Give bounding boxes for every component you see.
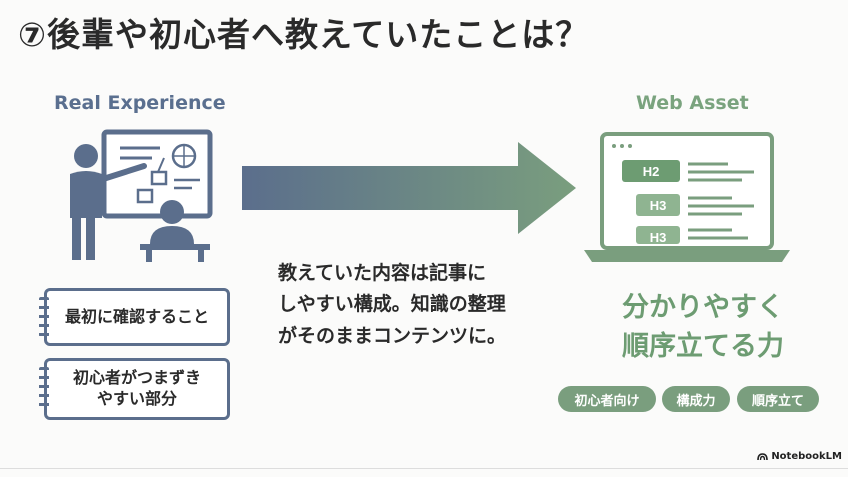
card-first-check-text: 最初に確認すること: [64, 306, 209, 326]
laptop-icon: H2 H3 H3: [584, 132, 790, 262]
center-line-2: しやすい構成。知識の整理: [278, 293, 506, 316]
card-first-check: 最初に確認すること: [39, 288, 230, 346]
center-explanation: 教えていた内容は記事に しやすい構成。知識の整理 がそのままコンテンツに。: [278, 258, 538, 352]
laptop-h2-label: H2: [643, 164, 660, 179]
tag-ordering: 順序立て: [737, 386, 819, 412]
footer-divider: [0, 468, 848, 469]
skill-line-2: 順序立てる力: [622, 331, 784, 363]
gradient-arrow-icon: [242, 142, 576, 234]
brand-label: NotebookLM: [771, 451, 842, 462]
card-beginner-pitfalls-text: 初心者がつまずき やすい部分: [72, 368, 201, 408]
center-line-3: がそのままコンテンツに。: [278, 324, 507, 347]
notebooklm-brand: NotebookLM: [757, 451, 842, 462]
teacher-at-whiteboard-icon: [70, 129, 213, 262]
card-beginner-pitfalls: 初心者がつまずき やすい部分: [39, 358, 230, 420]
skill-statement: 分かりやすく 順序立てる力: [598, 288, 808, 366]
laptop-h3-label: H3: [650, 198, 667, 213]
center-line-1: 教えていた内容は記事に: [278, 262, 487, 284]
web-asset-heading: Web Asset: [636, 92, 749, 114]
slide-title: ⑦後輩や初心者へ教えていたことは？: [18, 15, 590, 54]
tag-beginner: 初心者向け: [558, 386, 656, 412]
notebook-lm-logo-icon: [757, 452, 769, 460]
skill-line-1: 分かりやすく: [622, 292, 784, 323]
laptop-h3-label-2: H3: [650, 230, 667, 245]
real-experience-heading: Real Experience: [54, 92, 226, 114]
tag-structure: 構成力: [662, 386, 730, 412]
